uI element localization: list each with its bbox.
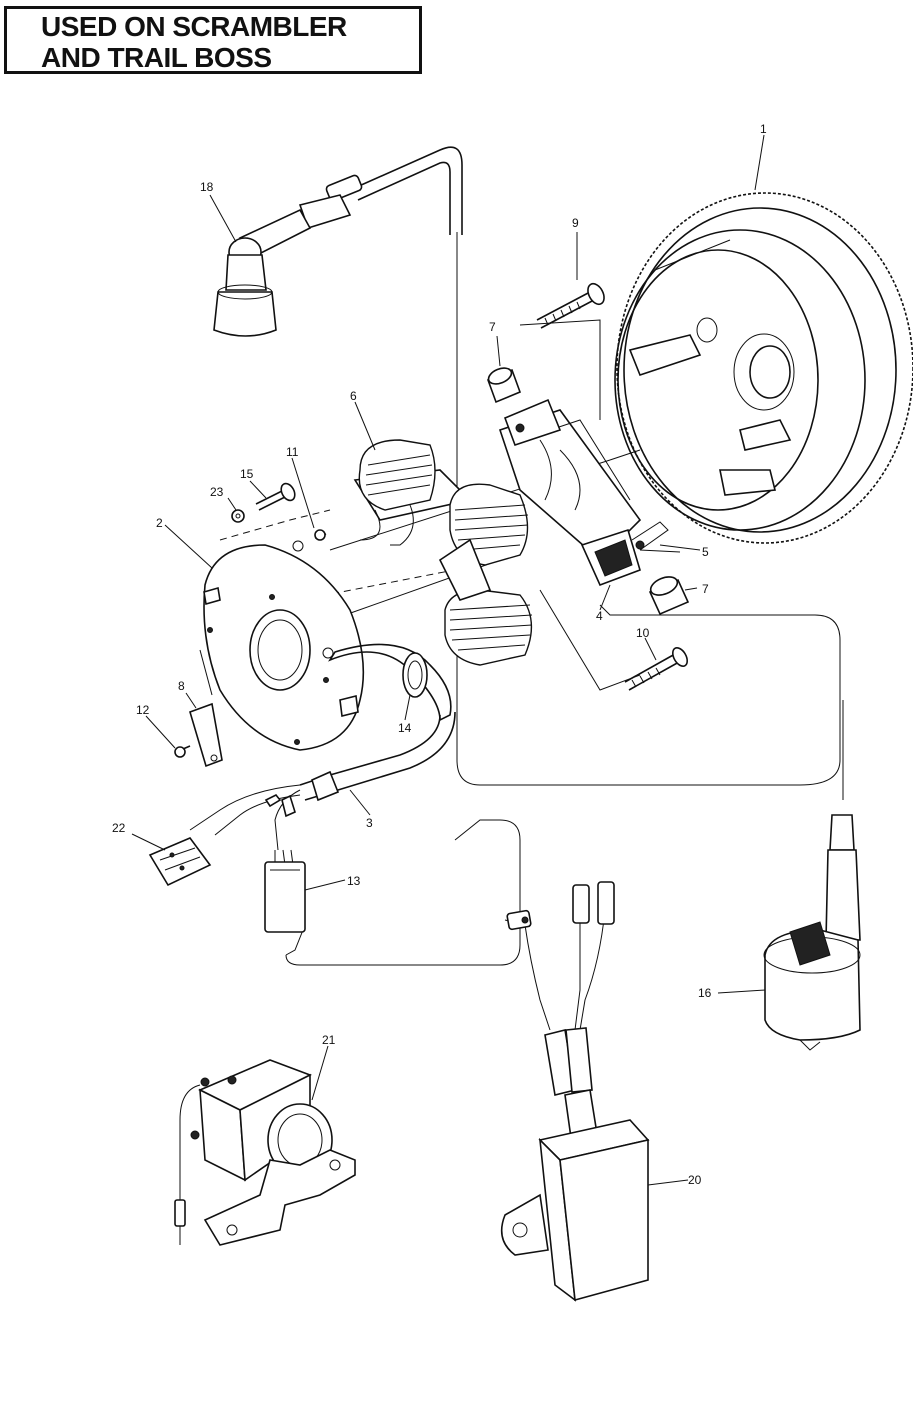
bracket-part-5 [631,521,681,553]
washer-part-23 [231,509,245,523]
bolt-part-10 [624,647,689,691]
connector-part-22 [148,837,212,887]
callout-22: 22 [112,821,126,835]
callout-20: 20 [688,1173,702,1187]
callout-11: 11 [286,445,299,459]
callout-4: 4 [596,609,603,623]
title-line-1: USED ON SCRAMBLER [41,11,347,42]
flywheel-part-1 [614,192,913,544]
callout-15: 15 [240,467,254,481]
callout-18: 18 [200,180,214,194]
callout-14: 14 [398,721,412,735]
spacer-part-7-lower [648,576,690,616]
callout-9: 9 [572,216,579,230]
callout-7-lower: 7 [702,582,709,596]
cdi-module-part-20 [500,881,650,1302]
callout-2: 2 [156,516,163,530]
clamp-part-8 [189,702,223,768]
exciter-coil-part-4 [498,398,645,587]
grommet-part-14 [402,652,428,698]
ignition-coil-part-16 [763,814,861,1051]
callout-1: 1 [760,122,767,136]
spark-plug-cap-part-18 [213,146,463,337]
callout-12: 12 [136,703,150,717]
callout-6: 6 [350,389,357,403]
title-box: USED ON SCRAMBLER AND TRAIL BOSS [4,6,422,74]
callout-numbers: 1 2 3 4 5 6 7 7 8 9 10 11 12 13 14 15 16… [112,122,767,1187]
callout-7-upper: 7 [489,320,496,334]
stator-part-6 [353,439,533,666]
leader-lines [131,134,766,1186]
connector-part-13 [264,849,306,933]
wire-harness-part-3 [189,643,456,851]
screw-part-15 [255,482,296,511]
callout-13: 13 [347,874,361,888]
solenoid-part-21 [174,1059,356,1246]
screw-part-12 [174,745,191,758]
callout-8: 8 [178,679,185,693]
spacer-part-7-upper [486,367,522,404]
title-line-2: AND TRAIL BOSS [41,42,272,73]
callout-21: 21 [322,1033,336,1047]
callout-16: 16 [698,986,712,1000]
callout-3: 3 [366,816,373,830]
callout-23: 23 [210,485,224,499]
callout-10: 10 [636,626,650,640]
callout-5: 5 [702,545,709,559]
stator-plate-part-2 [203,540,365,751]
screw-part-11 [314,529,327,541]
bolt-part-9 [536,282,605,329]
